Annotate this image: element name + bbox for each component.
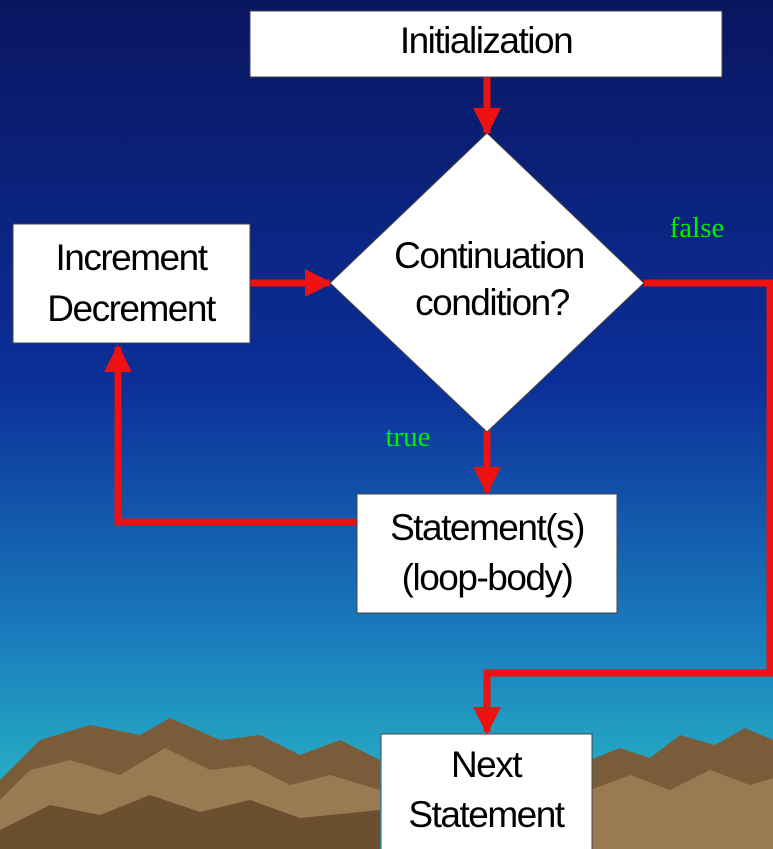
initialization-node: Initialization bbox=[249, 10, 723, 78]
arrow-false-to-next bbox=[473, 279, 773, 735]
condition-label-line2: condition? bbox=[415, 282, 570, 323]
next-label-line1: Next bbox=[451, 744, 523, 785]
false-edge-label: false bbox=[670, 212, 725, 244]
next-label-line2: Statement bbox=[408, 794, 565, 835]
arrow-statements-to-increment bbox=[104, 344, 357, 526]
increment-label-line1: Increment bbox=[55, 237, 208, 278]
increment-label-line2: Decrement bbox=[47, 288, 217, 329]
statements-node: Statement(s) (loop-body) bbox=[356, 493, 618, 614]
next-statement-node: Next Statement bbox=[380, 733, 593, 849]
statements-label-line1: Statement(s) bbox=[390, 507, 584, 548]
increment-node: Increment Decrement bbox=[12, 223, 251, 344]
connectors bbox=[104, 77, 773, 735]
true-edge-label: true bbox=[385, 421, 430, 453]
condition-node: Continuation condition? bbox=[329, 132, 645, 433]
initialization-label: Initialization bbox=[400, 20, 572, 61]
condition-label-line1: Continuation bbox=[394, 235, 584, 276]
mountain-range bbox=[0, 718, 773, 849]
statements-label-line2: (loop-body) bbox=[402, 557, 573, 598]
